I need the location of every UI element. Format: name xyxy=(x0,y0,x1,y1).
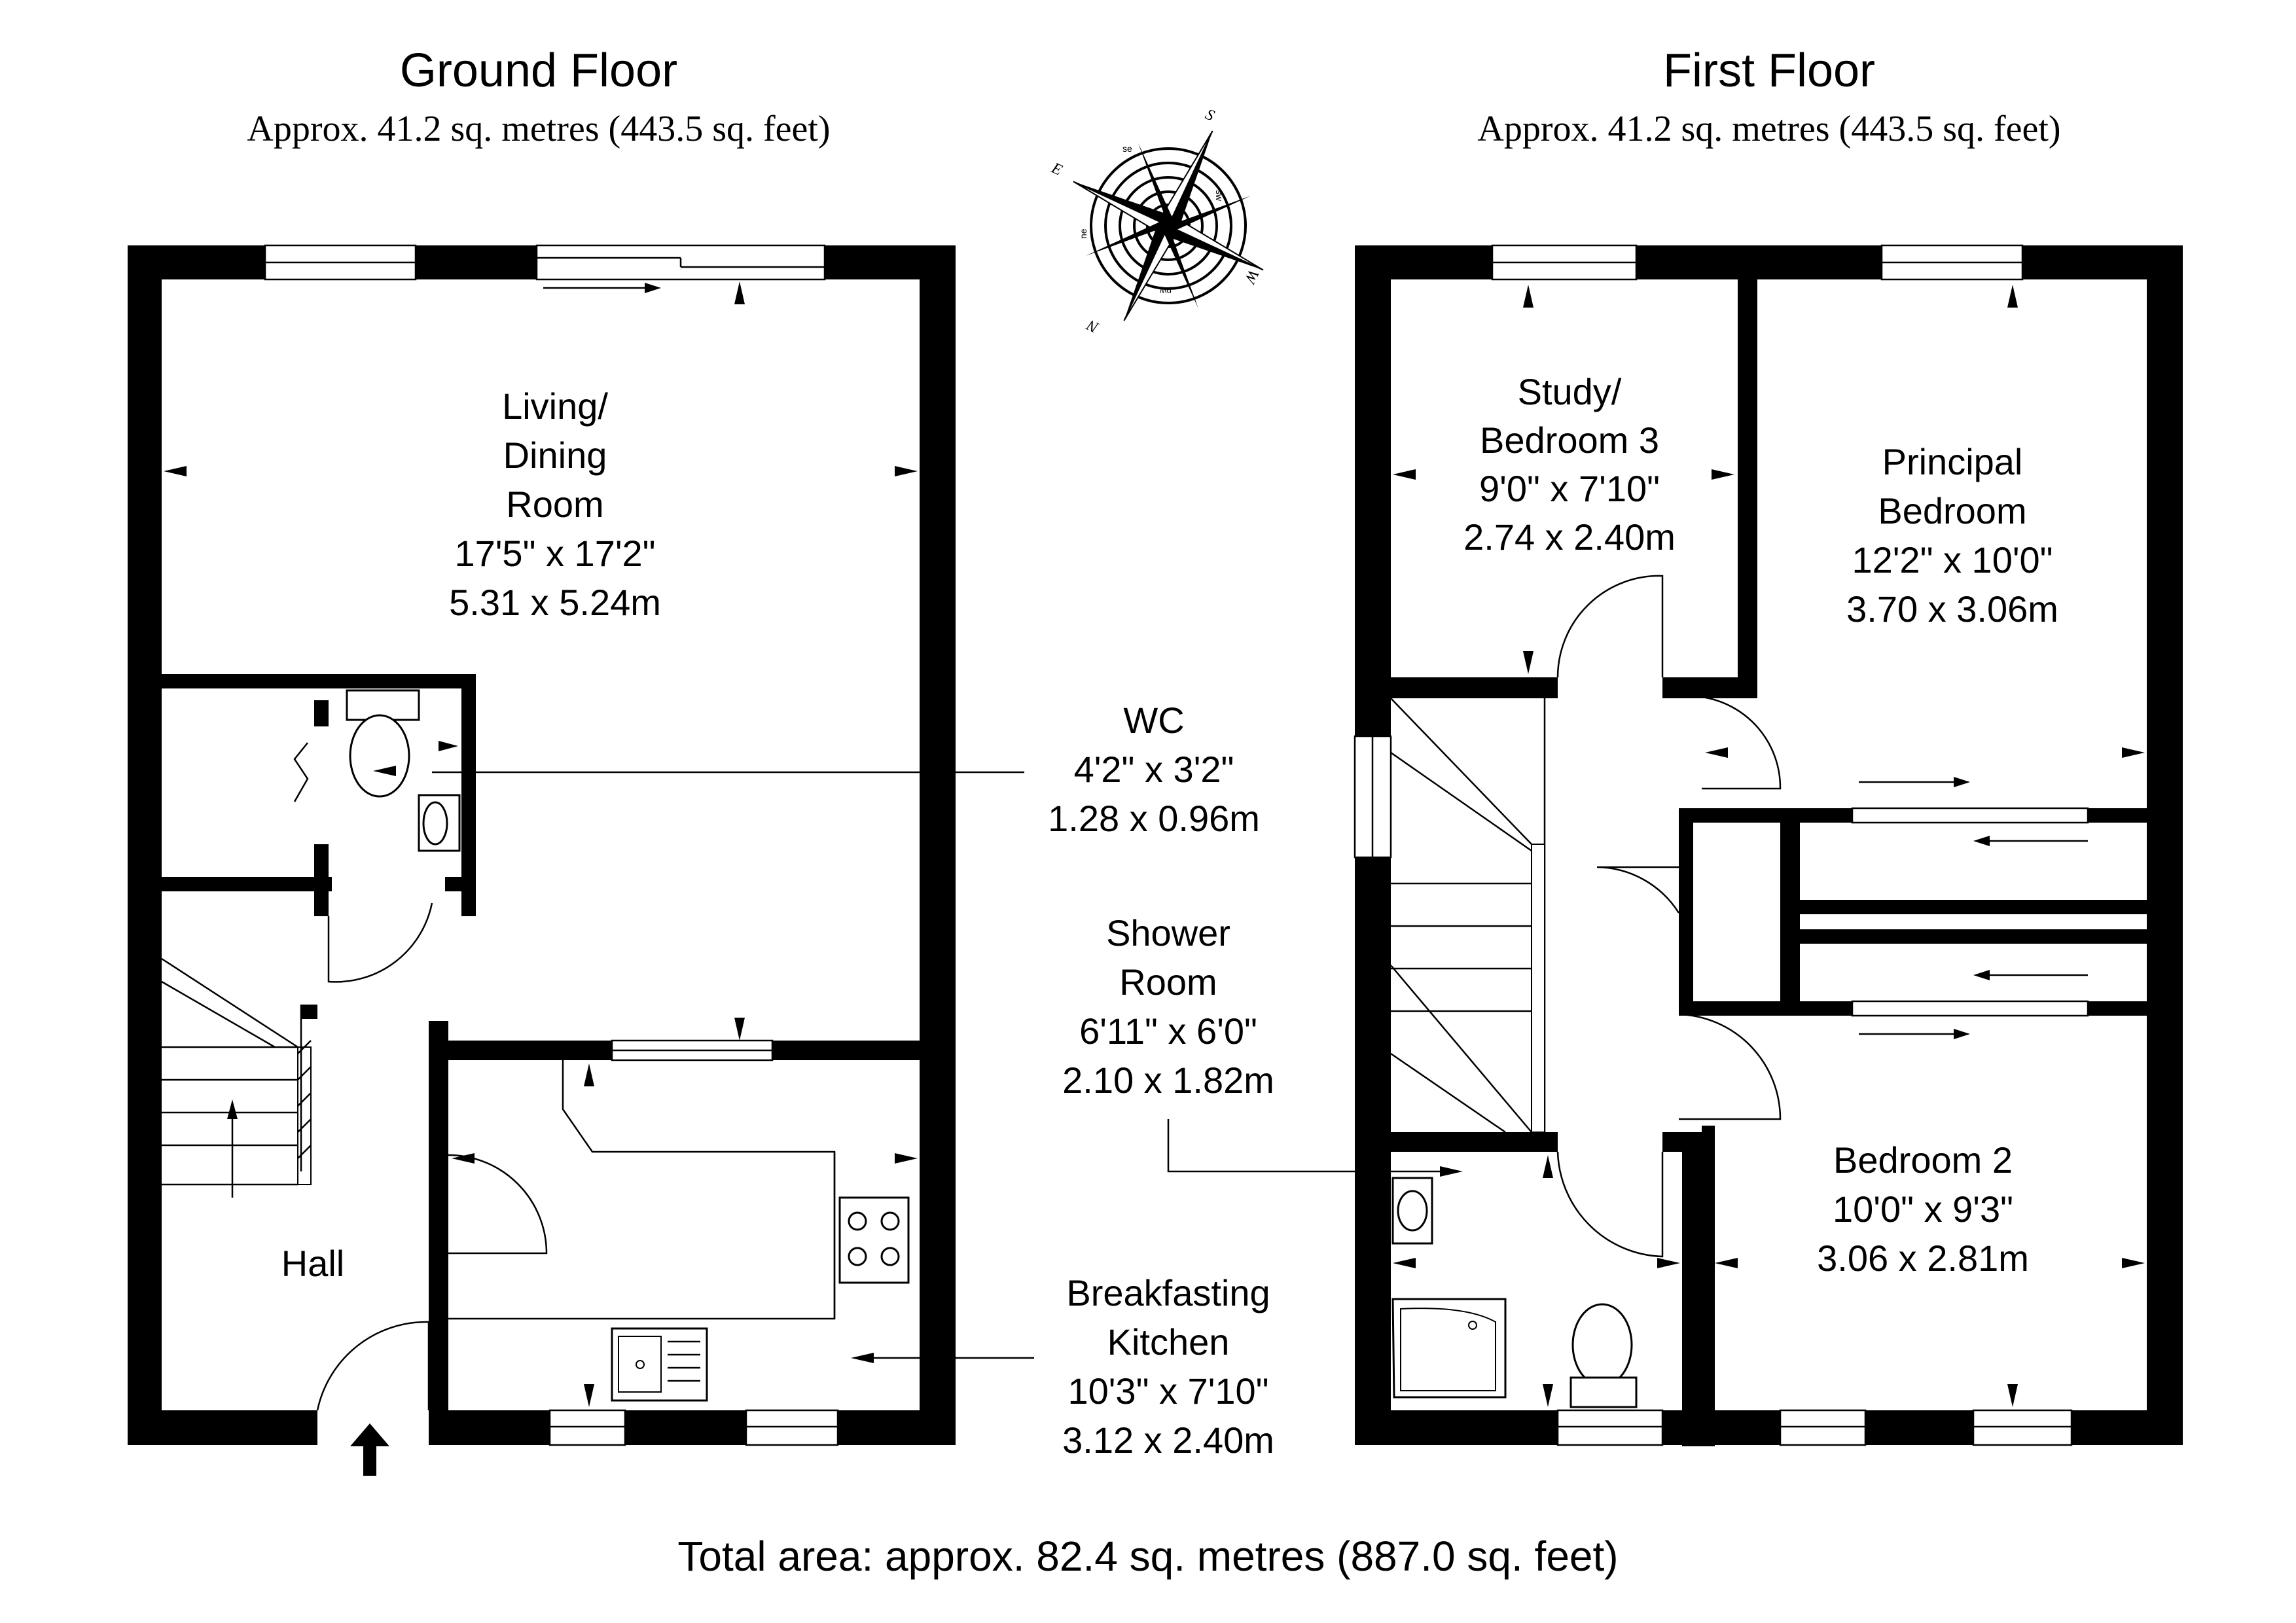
ground-floor-plan: Hall xyxy=(128,244,1034,1476)
principal-line1: Principal xyxy=(1882,441,2023,482)
wc-dim-arrow xyxy=(373,766,396,776)
compass-e-label: E xyxy=(1049,159,1065,179)
living-metric: 5.31 x 5.24m xyxy=(449,582,661,623)
shower-imperial: 6'11" x 6'0" xyxy=(1079,1010,1257,1052)
wc-name: WC xyxy=(1123,700,1184,741)
living-room-label: Living/ Dining Room 17'5" x 17'2" 5.31 x… xyxy=(449,385,661,623)
shower-dim-arrow xyxy=(1440,1166,1463,1177)
first-floor-title: First Floor xyxy=(1663,45,1875,97)
ground-floor-title: Ground Floor xyxy=(400,45,677,97)
compass-w-label: W xyxy=(1240,266,1262,287)
principal-metric: 3.70 x 3.06m xyxy=(1846,588,2058,630)
front-door[interactable] xyxy=(316,1321,430,1411)
wc-label: WC 4'2" x 3'2" 1.28 x 0.96m xyxy=(1048,700,1260,839)
study-label: Study/ Bedroom 3 9'0" x 7'10" 2.74 x 2.4… xyxy=(1463,371,1676,558)
living-dim-arrow-top xyxy=(734,281,745,304)
compass-sw-label: sw xyxy=(1214,190,1225,202)
shower-line1: Shower xyxy=(1106,912,1230,954)
compass-ne-label: ne xyxy=(1078,228,1088,239)
shower-metric: 2.10 x 1.82m xyxy=(1062,1060,1274,1101)
bedroom2-metric: 3.06 x 2.81m xyxy=(1817,1238,2029,1279)
living-line3: Room xyxy=(506,484,603,525)
ground-floor-area: Approx. 41.2 sq. metres (443.5 sq. feet) xyxy=(247,109,830,149)
sink-icon xyxy=(611,1327,708,1402)
shower-basin-icon xyxy=(1391,1177,1433,1245)
living-window-left xyxy=(264,244,417,281)
first-floor-plan xyxy=(1354,244,2183,1446)
living-dim-arrow-right xyxy=(895,466,918,476)
entrance-arrow-icon xyxy=(350,1423,389,1476)
study-metric: 2.74 x 2.40m xyxy=(1463,516,1676,558)
hob-icon xyxy=(838,1196,910,1284)
living-dim-arrow-bottom xyxy=(734,1018,745,1041)
principal-bedroom-label: Principal Bedroom 12'2" x 10'0" 3.70 x 3… xyxy=(1846,441,2058,630)
bedroom-2-label: Bedroom 2 10'0" x 9'3" 3.06 x 2.81m xyxy=(1817,1139,2029,1279)
living-imperial: 17'5" x 17'2" xyxy=(454,533,655,574)
living-dim-arrow-left xyxy=(164,466,187,476)
shower-toilet-icon xyxy=(1570,1303,1638,1408)
kitchen-worktop xyxy=(448,1060,836,1320)
study-imperial: 9'0" x 7'10" xyxy=(1479,468,1660,509)
kitchen-dim-arrow xyxy=(851,1353,874,1363)
wc-metric: 1.28 x 0.96m xyxy=(1048,798,1260,839)
living-patio-door xyxy=(535,244,826,293)
shower-tray-icon xyxy=(1391,1298,1507,1399)
kitchen-label: Breakfasting Kitchen 10'3" x 7'10" 3.12 … xyxy=(1062,1272,1274,1461)
shower-room-label: Shower Room 6'11" x 6'0" 2.10 x 1.82m xyxy=(1062,912,1274,1101)
wc-imperial: 4'2" x 3'2" xyxy=(1074,749,1234,790)
living-line1: Living/ xyxy=(502,385,608,427)
wc-toilet-icon xyxy=(346,689,420,798)
bedroom2-name: Bedroom 2 xyxy=(1833,1139,2013,1181)
total-area: Total area: approx. 82.4 sq. metres (887… xyxy=(677,1533,1618,1580)
living-line2: Dining xyxy=(503,435,607,476)
compass-se-label: se xyxy=(1122,143,1132,154)
first-floor-stairs xyxy=(1390,698,1546,1133)
study-line1: Study/ xyxy=(1518,371,1622,412)
kitchen-line2: Kitchen xyxy=(1107,1321,1230,1363)
kitchen-imperial: 10'3" x 7'10" xyxy=(1067,1370,1268,1412)
principal-imperial: 12'2" x 10'0" xyxy=(1852,539,2053,580)
bedroom2-imperial: 10'0" x 9'3" xyxy=(1833,1188,2013,1230)
ground-stairs xyxy=(161,957,312,1198)
compass-nw-label: nw xyxy=(1159,286,1172,296)
wc-basin-icon xyxy=(418,794,461,852)
kitchen-metric: 3.12 x 2.40m xyxy=(1062,1419,1274,1461)
first-floor-area: Approx. 41.2 sq. metres (443.5 sq. feet) xyxy=(1477,109,2060,149)
principal-line2: Bedroom xyxy=(1878,490,2026,531)
compass-s-label: S xyxy=(1202,106,1217,125)
kitchen-line1: Breakfasting xyxy=(1066,1272,1270,1313)
study-line2: Bedroom 3 xyxy=(1480,419,1659,461)
hall-label: Hall xyxy=(281,1243,344,1284)
compass-n-label: N xyxy=(1083,315,1102,336)
compass-rose-icon: S E W N se sw ne nw xyxy=(1049,106,1264,336)
shower-line2: Room xyxy=(1119,961,1217,1003)
